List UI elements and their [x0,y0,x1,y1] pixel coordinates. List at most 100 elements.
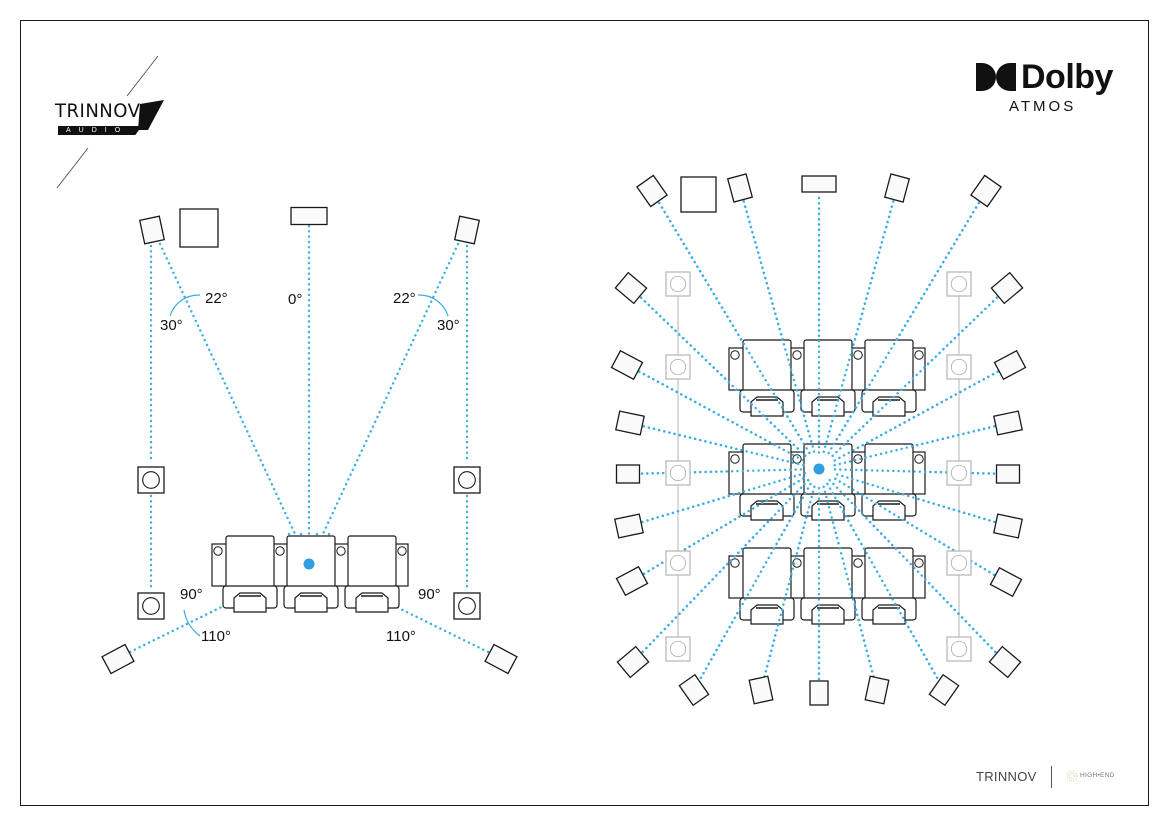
listener-speaker [864,675,890,705]
listener-speaker-path-overlay [824,479,939,680]
listener-speaker [726,173,754,203]
cup-holder [213,546,223,556]
left-ceiling-speaker-cone [669,554,687,572]
left-ceiling-speaker [665,271,691,297]
trinnov-logo-word: TRINNOV [55,100,141,122]
left-front-path [158,242,311,566]
cup-holder [275,546,285,556]
right-rear-speaker [484,643,518,675]
cup-holder [397,546,407,556]
listener-speaker [615,464,641,484]
footer-trinnov: TRINNOV [976,769,1037,784]
seat [739,443,795,521]
seat-footrest [355,592,389,613]
listener-speaker [988,645,1022,679]
angle-label-right-side: 90° [418,586,441,603]
listener-speaker [970,174,1002,208]
seat-footrest [294,592,328,613]
right-ceiling-speaker-cone [950,464,968,482]
dolby-atmos-logo: Dolby ATMOS [975,58,1113,115]
cup-holder [730,558,740,568]
left-ceiling-speaker-cone [669,358,687,376]
left-seat-row [211,535,409,613]
seat-back [742,547,792,601]
listener-speaker-path-overlay [763,481,817,678]
listener-speaker [990,271,1024,305]
left-front-speaker [138,215,166,245]
right-ceiling-speaker [946,460,972,486]
listener-speaker [989,566,1023,598]
listener-speaker-path-overlay [821,481,875,678]
logo-v-mark [138,100,164,130]
seat [861,339,917,417]
right-ceiling-speaker [946,550,972,576]
seat-footrest [872,604,906,625]
right-ceiling-speaker-cone [950,275,968,293]
left-ceiling-speaker-cone [669,275,687,293]
left-subwoofer [179,208,219,248]
right-ceiling-speaker [946,636,972,662]
high-end-logo-icon [1066,770,1078,782]
center-speaker [290,206,328,226]
left-diagram: 22°30°0°22°30°90°110°90°110° [101,206,518,675]
listener-speaker [993,410,1023,436]
seat-back [742,339,792,393]
cup-holder [730,454,740,464]
listener-speaker-path-overlay [742,200,817,457]
left-side-speaker-cone [142,471,160,489]
rear-seat-row [728,547,926,625]
left-ceiling-speaker [665,636,691,662]
listener-speaker-path-overlay [658,201,813,459]
seat [222,535,278,613]
listener-speaker [636,174,668,208]
right-surround-speaker-cone [458,597,476,615]
left-surround-speaker-cone [142,597,160,615]
seat [739,339,795,417]
left-surround-speaker [137,592,165,620]
front-subwoofer [680,176,717,213]
listener-speaker-path-overlay [699,479,814,680]
seat-back [347,535,397,589]
left-ceiling-speaker-cone [669,464,687,482]
seat-footrest [750,604,784,625]
listener-speaker [615,565,649,597]
cup-holder [914,454,924,464]
right-rear-path [307,562,490,654]
left-front-angle-arc [169,294,201,317]
listener-speaker-path-overlay [825,201,980,459]
seat-back [864,547,914,601]
seat-back [803,339,853,393]
seat [800,339,856,417]
front-seat-row [728,339,926,417]
seat [344,535,400,613]
listener-speaker [614,513,644,539]
listener-speaker-path-overlay [831,471,996,524]
listener-speaker [883,173,911,203]
right-surround-speaker [453,592,481,620]
cup-holder [792,350,802,360]
seat [861,547,917,625]
logo-slash-top [126,55,159,97]
listener-speaker-path-overlay [642,425,807,467]
listener-speaker-path-overlay [830,370,999,464]
right-front-speaker [453,215,481,245]
left-ceiling-speaker [665,550,691,576]
listener-speaker-path-overlay [639,296,811,461]
right-ceiling-speaker-cone [950,554,968,572]
seat-back [742,443,792,497]
middle-seat-row [728,443,926,521]
right-diagram [610,173,1027,707]
listener-speaker [993,349,1027,381]
cup-holder [792,558,802,568]
cup-holder [853,350,863,360]
seat [800,443,856,521]
listener-speaker-path-overlay [831,425,996,467]
atmos-word: ATMOS [1009,98,1077,115]
trinnov-logo: TRINNOV AUDIO [52,100,172,140]
seat [283,535,339,613]
listener-speaker [614,271,648,305]
cup-holder [914,350,924,360]
footer-high-end: HIGH•END [1080,772,1115,779]
angle-label-right-front-inner: 22° [393,290,416,307]
